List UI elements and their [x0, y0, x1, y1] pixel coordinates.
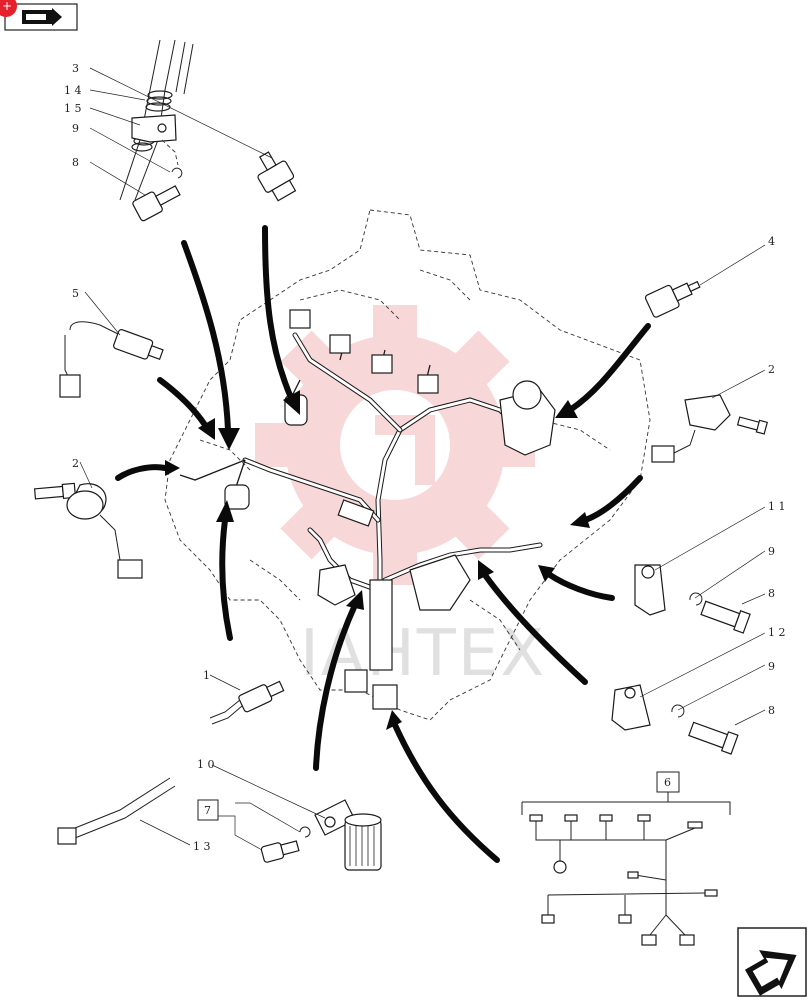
callout-11: 1 1	[768, 500, 786, 513]
wiring-harness	[179, 309, 556, 710]
callout-3: 3	[72, 62, 79, 75]
folder-arrow-icon	[22, 8, 62, 26]
prev-page-button[interactable]	[4, 3, 78, 31]
sensor-1	[209, 680, 285, 725]
bracket-12-assembly	[611, 684, 739, 755]
watermark-logo	[255, 305, 535, 585]
watermark-text: IAHTEX	[300, 617, 546, 691]
callout-8-top: 8	[72, 156, 79, 169]
sensor-2-right	[651, 394, 769, 463]
bracket-10-assembly	[260, 799, 382, 871]
harness-6-schematic	[521, 792, 731, 946]
callout-2-left: 2	[72, 457, 79, 470]
pointer-arrows	[115, 225, 651, 863]
sensor-bracket-assembly	[119, 39, 297, 222]
callout-8-low: 8	[768, 704, 775, 717]
callout-9-top: 9	[72, 122, 79, 135]
callout-10: 1 0	[197, 758, 215, 771]
callout-2-right: 2	[768, 363, 775, 376]
callout-12: 1 2	[768, 626, 786, 639]
callout-7: 7	[204, 804, 211, 817]
callout-15: 1 5	[64, 102, 82, 115]
callout-labels: 3 1 4 1 5 9 8 4 5 2 2 1 1 9 8 1 2 9 8 1 …	[64, 62, 786, 853]
callout-4: 4	[768, 235, 775, 248]
cable-tie-13	[57, 777, 176, 845]
svg-text:+: +	[2, 0, 12, 13]
callout-5: 5	[72, 287, 79, 300]
sensor-5	[59, 321, 164, 398]
callout-6: 6	[664, 776, 671, 789]
sensor-2-left	[33, 482, 143, 579]
callout-1: 1	[203, 669, 210, 682]
callout-9-mid: 9	[768, 545, 775, 558]
bracket-11-assembly	[634, 564, 751, 634]
callout-14: 1 4	[64, 84, 82, 97]
callout-9-low: 9	[768, 660, 775, 673]
plus-badge-icon[interactable]: +	[0, 0, 17, 17]
callout-13: 1 3	[193, 840, 211, 853]
next-page-arrow-icon	[744, 950, 797, 996]
next-page-button[interactable]	[737, 927, 808, 1000]
callout-8-mid: 8	[768, 587, 775, 600]
leader-lines	[79, 67, 766, 851]
sensor-4	[644, 244, 766, 318]
